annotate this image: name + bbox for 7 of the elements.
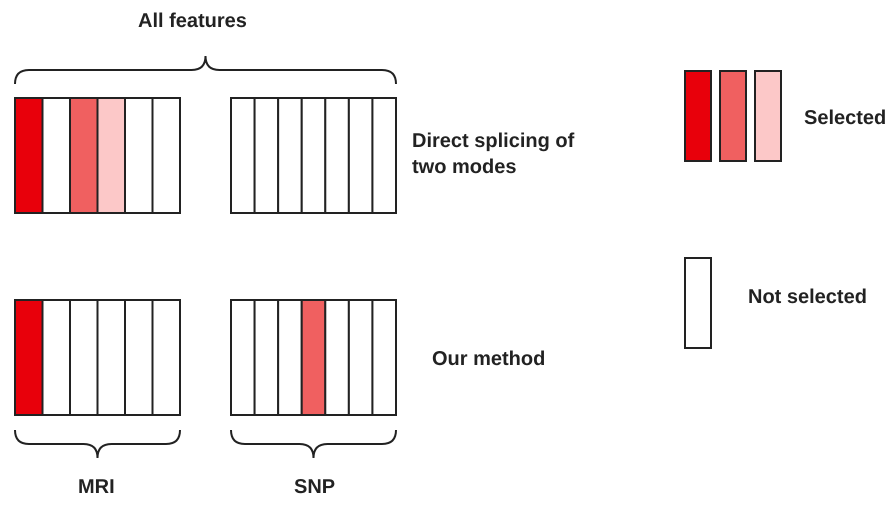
row-label: Our method: [432, 347, 546, 372]
group-label: MRI: [78, 475, 115, 500]
row-label: Direct splicing of two modes: [412, 129, 576, 180]
group-label: SNP: [294, 475, 336, 500]
legend-label: Selected: [804, 106, 886, 131]
legend-label: Not selected: [748, 285, 867, 310]
group-label: All features: [138, 9, 247, 34]
